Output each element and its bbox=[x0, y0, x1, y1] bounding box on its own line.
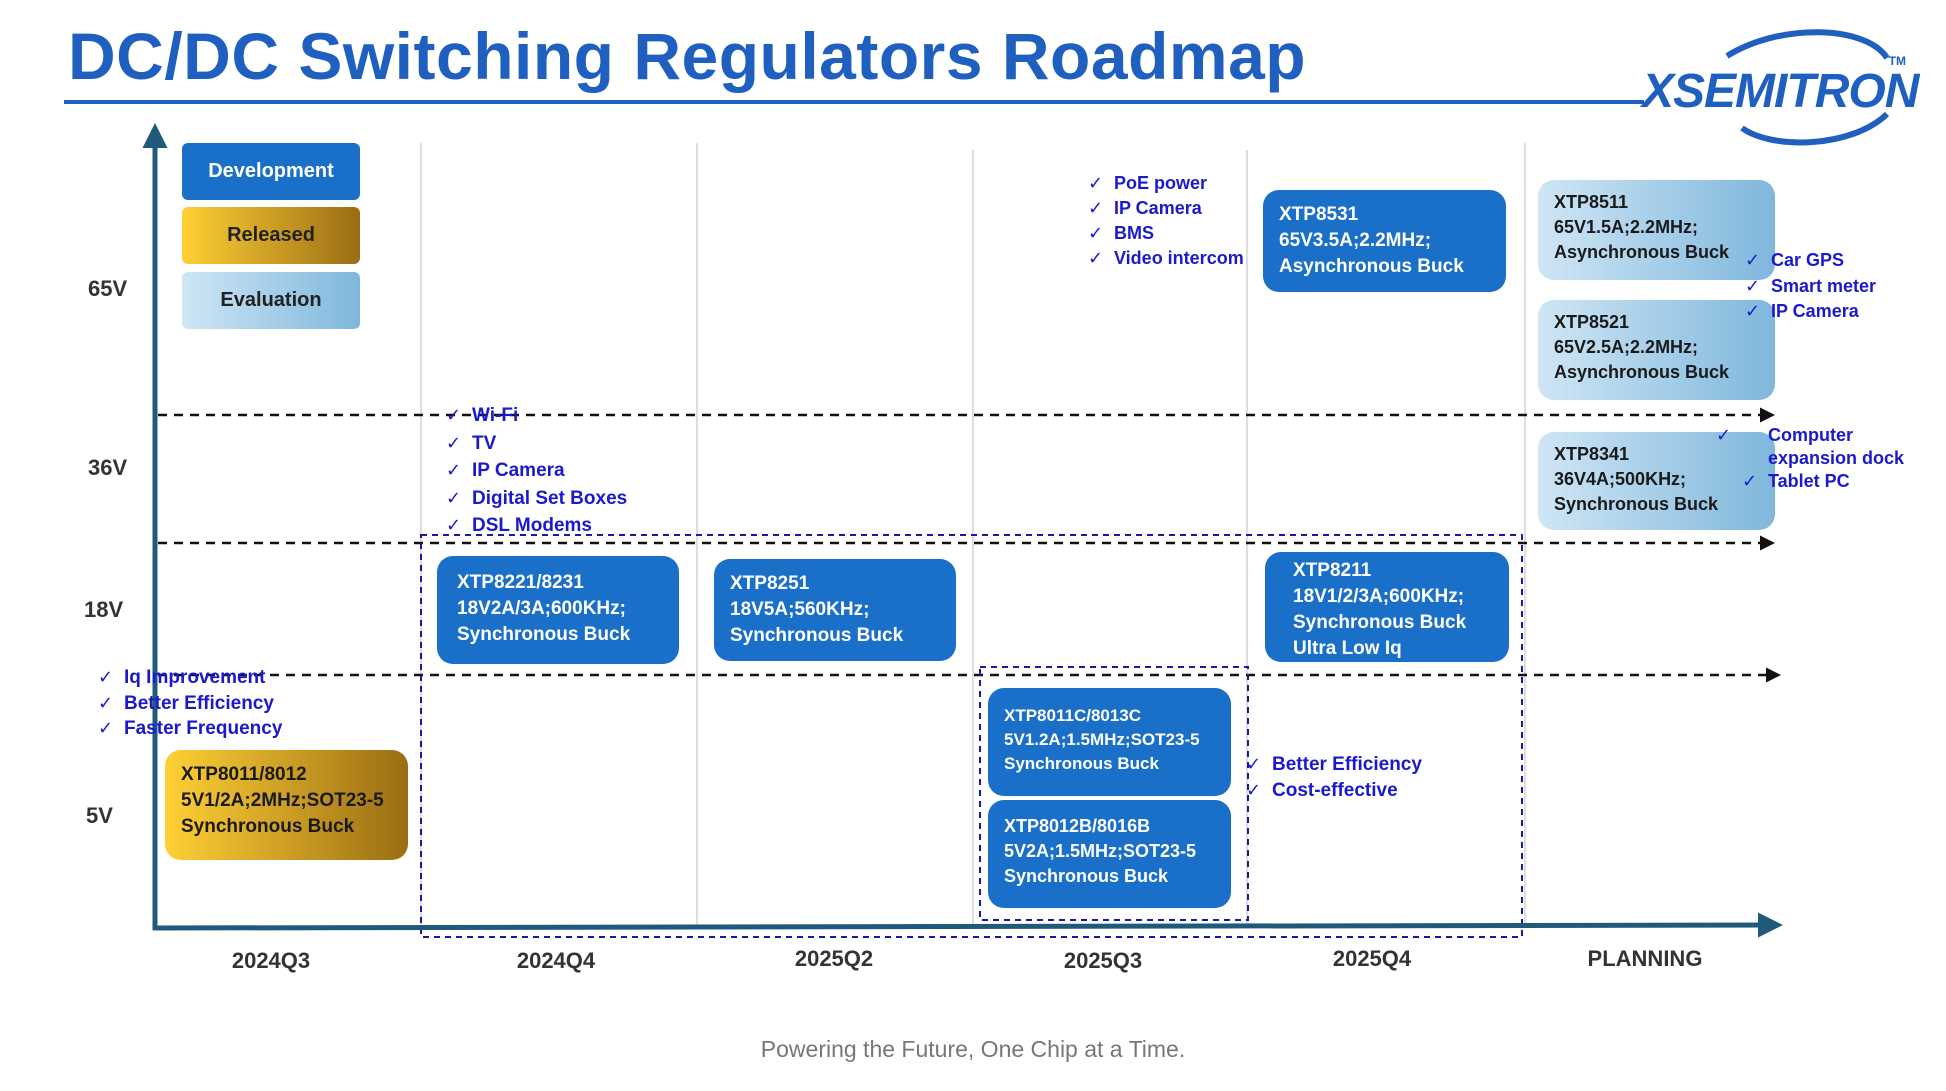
product-xtp8251: XTP8251 18V5A;560KHz; Synchronous Buck bbox=[714, 559, 956, 661]
product-name: XTP8251 bbox=[730, 573, 810, 594]
checklist-item: Digital Set Boxes bbox=[446, 485, 627, 513]
product-type: Asynchronous Buck bbox=[1554, 242, 1730, 262]
product-name: XTP8011/8012 bbox=[181, 764, 307, 785]
product-spec: 65V3.5A;2.2MHz; bbox=[1279, 230, 1432, 251]
product-name: XTP8011C/8013C bbox=[1004, 706, 1142, 725]
checklist-2024q4-applications: Wi-Fi TV IP Camera Digital Set Boxes DSL… bbox=[446, 402, 627, 540]
product-note: Ultra Low Iq bbox=[1293, 638, 1402, 659]
product-type: Synchronous Buck bbox=[1293, 612, 1467, 633]
product-name: XTP8531 bbox=[1279, 204, 1359, 225]
y-label-5v: 5V bbox=[86, 803, 113, 828]
logo-trademark: TM bbox=[1888, 54, 1906, 68]
q3-2025-region bbox=[979, 666, 1249, 921]
checklist-item: BMS bbox=[1088, 221, 1244, 246]
y-label-65v: 65V bbox=[88, 276, 128, 301]
checklist-item: Tablet PC bbox=[1742, 470, 1912, 493]
product-xtp8341: XTP8341 36V4A;500KHz; Synchronous Buck bbox=[1538, 432, 1775, 530]
product-spec: 5V2A;1.5MHz;SOT23-5 bbox=[1004, 841, 1197, 861]
checklist-item: IP Camera bbox=[1088, 196, 1244, 221]
product-name: XTP8012B/8016B bbox=[1004, 816, 1151, 836]
product-name: XTP8511 bbox=[1554, 192, 1629, 212]
product-type: Synchronous Buck bbox=[1004, 754, 1159, 773]
product-xtp8511: XTP8511 65V1.5A;2.2MHz; Asynchronous Buc… bbox=[1538, 180, 1775, 280]
y-label-36v: 36V bbox=[88, 455, 128, 480]
product-xtp8211: XTP8211 18V1/2/3A;600KHz; Synchronous Bu… bbox=[1265, 552, 1509, 662]
page-title: DC/DC Switching Regulators Roadmap bbox=[68, 19, 1307, 93]
checklist-item: PoE power bbox=[1088, 171, 1244, 196]
checklist-item: Car GPS bbox=[1745, 248, 1876, 274]
product-xtp8011c-8013c: XTP8011C/8013C 5V1.2A;1.5MHz;SOT23-5 Syn… bbox=[988, 688, 1231, 796]
checklist-2025q3-applications: PoE power IP Camera BMS Video intercom bbox=[1088, 171, 1244, 271]
product-spec: 18V2A/3A;600KHz; bbox=[457, 598, 626, 619]
product-type: Synchronous Buck bbox=[1004, 866, 1169, 886]
checklist-item: DSL Modems bbox=[446, 512, 627, 540]
legend-evaluation: Evaluation bbox=[182, 272, 360, 329]
product-spec: 18V5A;560KHz; bbox=[730, 599, 870, 620]
product-spec: 18V1/2/3A;600KHz; bbox=[1293, 586, 1465, 607]
checklist-item: Computer expansion dock bbox=[1742, 424, 1912, 470]
tagline: Powering the Future, One Chip at a Time. bbox=[760, 1036, 1186, 1062]
product-type: Asynchronous Buck bbox=[1279, 256, 1464, 277]
product-name: XTP8211 bbox=[1293, 560, 1372, 581]
x-label-2024q4: 2024Q4 bbox=[516, 948, 596, 973]
product-type: Synchronous Buck bbox=[181, 816, 355, 837]
product-spec: 5V1/2A;2MHz;SOT23-5 bbox=[181, 790, 384, 811]
logo-text: XSEMITRON bbox=[1642, 65, 1919, 118]
x-label-2025q3: 2025Q3 bbox=[1063, 948, 1143, 973]
x-label-2025q2: 2025Q2 bbox=[794, 946, 874, 971]
checklist-item: Cost-effective bbox=[1246, 778, 1422, 804]
legend-released: Released bbox=[182, 207, 360, 264]
legend-development: Development bbox=[182, 143, 360, 200]
product-xtp8011-8012: XTP8011/8012 5V1/2A;2MHz;SOT23-5 Synchro… bbox=[165, 750, 408, 860]
checklist-item: IP Camera bbox=[446, 457, 627, 485]
product-type: Asynchronous Buck bbox=[1554, 362, 1730, 382]
logo-swoosh-icon bbox=[1725, 29, 1890, 146]
x-label-2025q4: 2025Q4 bbox=[1332, 946, 1412, 971]
checklist-2024q3-features: Iq Improvement Better Efficiency Faster … bbox=[98, 665, 282, 742]
title-underline bbox=[64, 100, 1644, 104]
highlight-region bbox=[420, 534, 1523, 938]
checklist-planning-36v-applications: Computer expansion dock Tablet PC bbox=[1742, 424, 1912, 493]
checklist-item: Smart meter bbox=[1745, 274, 1876, 300]
product-name: XTP8521 bbox=[1554, 312, 1630, 332]
product-spec: 5V1.2A;1.5MHz;SOT23-5 bbox=[1004, 730, 1200, 749]
product-spec: 36V4A;500KHz; bbox=[1554, 469, 1687, 489]
product-xtp8531: XTP8531 65V3.5A;2.2MHz; Asynchronous Buc… bbox=[1263, 190, 1506, 292]
product-type: Synchronous Buck bbox=[730, 625, 904, 646]
checklist-item: Better Efficiency bbox=[98, 691, 282, 717]
checklist-item: TV bbox=[446, 430, 627, 458]
product-xtp8012b-8016b: XTP8012B/8016B 5V2A;1.5MHz;SOT23-5 Synch… bbox=[988, 800, 1231, 908]
product-spec: 65V2.5A;2.2MHz; bbox=[1554, 337, 1699, 357]
checklist-item: Wi-Fi bbox=[446, 402, 627, 430]
x-axis bbox=[152, 912, 1783, 938]
product-xtp8521: XTP8521 65V2.5A;2.2MHz; Asynchronous Buc… bbox=[1538, 300, 1775, 400]
product-name: XTP8221/8231 bbox=[457, 572, 584, 593]
product-type: Synchronous Buck bbox=[457, 624, 631, 645]
checklist-planning-65v-applications: Car GPS Smart meter IP Camera bbox=[1745, 248, 1876, 325]
checklist-item: Iq Improvement bbox=[98, 665, 282, 691]
checklist-item: Faster Frequency bbox=[98, 716, 282, 742]
product-type: Synchronous Buck bbox=[1554, 494, 1719, 514]
x-label-planning: PLANNING bbox=[1587, 946, 1703, 971]
checklist-item: Video intercom bbox=[1088, 246, 1244, 271]
product-xtp8221-8231: XTP8221/8231 18V2A/3A;600KHz; Synchronou… bbox=[437, 556, 679, 664]
checklist-item: Better Efficiency bbox=[1246, 752, 1422, 778]
checklist-item: IP Camera bbox=[1745, 299, 1876, 325]
voltage-threshold-lines bbox=[158, 407, 1781, 683]
y-label-18v: 18V bbox=[84, 597, 124, 622]
product-name: XTP8341 bbox=[1554, 444, 1630, 464]
product-spec: 65V1.5A;2.2MHz; bbox=[1554, 217, 1699, 237]
xsemitron-logo: XSEMITRON TM bbox=[1632, 28, 1919, 148]
checklist-2025q3-features: Better Efficiency Cost-effective bbox=[1246, 752, 1422, 803]
x-label-2024q3: 2024Q3 bbox=[231, 948, 311, 973]
